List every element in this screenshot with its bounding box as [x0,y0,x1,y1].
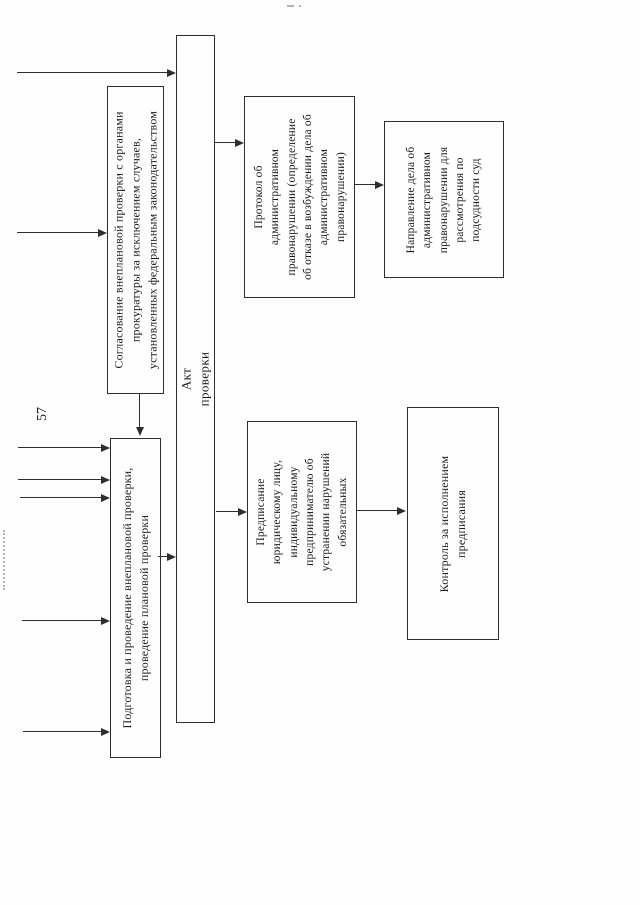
flow-arrow-soglasovanie-to-podgotovka [136,393,145,436]
flow-arrow-akt-to-protokol [214,139,244,148]
flow-arrow-input-1 [18,444,110,453]
flowchart-box-podgotovka: Подготовка и проведение внеплановой пров… [110,438,161,758]
box-label: Акт проверки [178,351,212,407]
flowchart-box-kontrol: Контроль за исполнением предписания [407,407,499,640]
page-number: 57 [35,407,50,421]
flow-arrow-predpisanie-to-kontrol [357,507,406,516]
box-label: Протокол об административном правонаруше… [252,114,347,280]
flow-arrow-into-soglasovanie [17,229,107,238]
flowchart-box-predpisanie: Предписание юридическому лицу, индивидуа… [247,421,357,603]
flowchart-box-protokol: Протокол об административном правонаруше… [244,96,355,298]
flow-arrow-input-4 [22,617,110,626]
scan-artifact [299,5,301,7]
box-label: Подготовка и проведение внеплановой пров… [119,467,151,729]
flow-arrow-podgotovka-to-akt [158,553,176,562]
flow-arrow-protokol-to-napravlenie [355,181,384,190]
flowchart-box-napravlenie: Направление дела об административном пра… [384,121,504,278]
flow-arrow-akt-to-predpisanie [216,508,247,517]
flowchart-box-akt-proverki: Акт проверки [176,35,215,723]
flow-arrow-into-akt [17,69,176,78]
flow-arrow-input-2 [18,476,110,485]
flow-arrow-input-3 [20,494,110,503]
scan-artifact [3,530,5,590]
box-label: Направление дела об административном пра… [405,146,483,253]
box-label: Контроль за исполнением предписания [436,455,468,592]
box-label: Предписание юридическому лицу, индивидуа… [255,452,349,572]
flowchart-box-soglasovanie: Согласование внеплановой проверки с орга… [107,86,164,394]
box-label: Согласование внеплановой проверки с орга… [110,110,160,370]
scan-artifact [287,5,294,7]
flow-arrow-input-5 [23,728,110,737]
